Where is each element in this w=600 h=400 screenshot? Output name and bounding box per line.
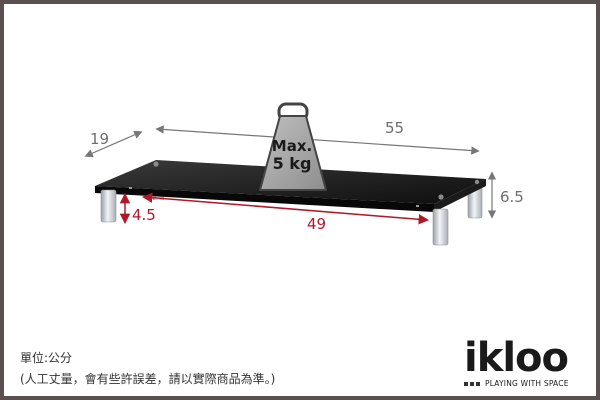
square-bullet-icon bbox=[476, 381, 480, 386]
height-label: 6.5 bbox=[500, 188, 524, 206]
weight-icon bbox=[259, 102, 327, 191]
front-right-leg bbox=[432, 208, 449, 246]
unit-label: 單位:公分 bbox=[20, 351, 73, 365]
monitor-stand-illustration bbox=[84, 102, 497, 246]
depth-label: 19 bbox=[90, 130, 110, 148]
brand-logo: ikloo bbox=[464, 335, 569, 381]
weight-limit-line2: 5 kg bbox=[272, 154, 312, 174]
product-image-frame: 19 55 6.5 4.5 49 Max. 5 kg 單位:公分 (人工丈量，會… bbox=[4, 4, 596, 396]
width-label: 55 bbox=[385, 119, 405, 137]
square-bullet-icon bbox=[464, 381, 468, 386]
leg-span-label: 49 bbox=[307, 215, 327, 233]
measurement-disclaimer: (人工丈量，會有些許誤差，請以實際商品為準。) bbox=[20, 372, 276, 386]
brand-tagline: PLAYING WITH SPACE bbox=[485, 379, 569, 388]
depth-arrow bbox=[84, 130, 143, 158]
weight-limit-badge: Max. 5 kg bbox=[252, 137, 332, 174]
weight-limit-line1: Max. bbox=[271, 137, 313, 155]
leg-span-arrow bbox=[141, 192, 430, 225]
front-left-leg bbox=[100, 189, 117, 223]
leg-height-label: 4.5 bbox=[132, 206, 156, 224]
brand-tagline-row: PLAYING WITH SPACE bbox=[464, 379, 569, 388]
width-arrow bbox=[155, 125, 480, 155]
square-bullet-icon bbox=[470, 381, 474, 386]
